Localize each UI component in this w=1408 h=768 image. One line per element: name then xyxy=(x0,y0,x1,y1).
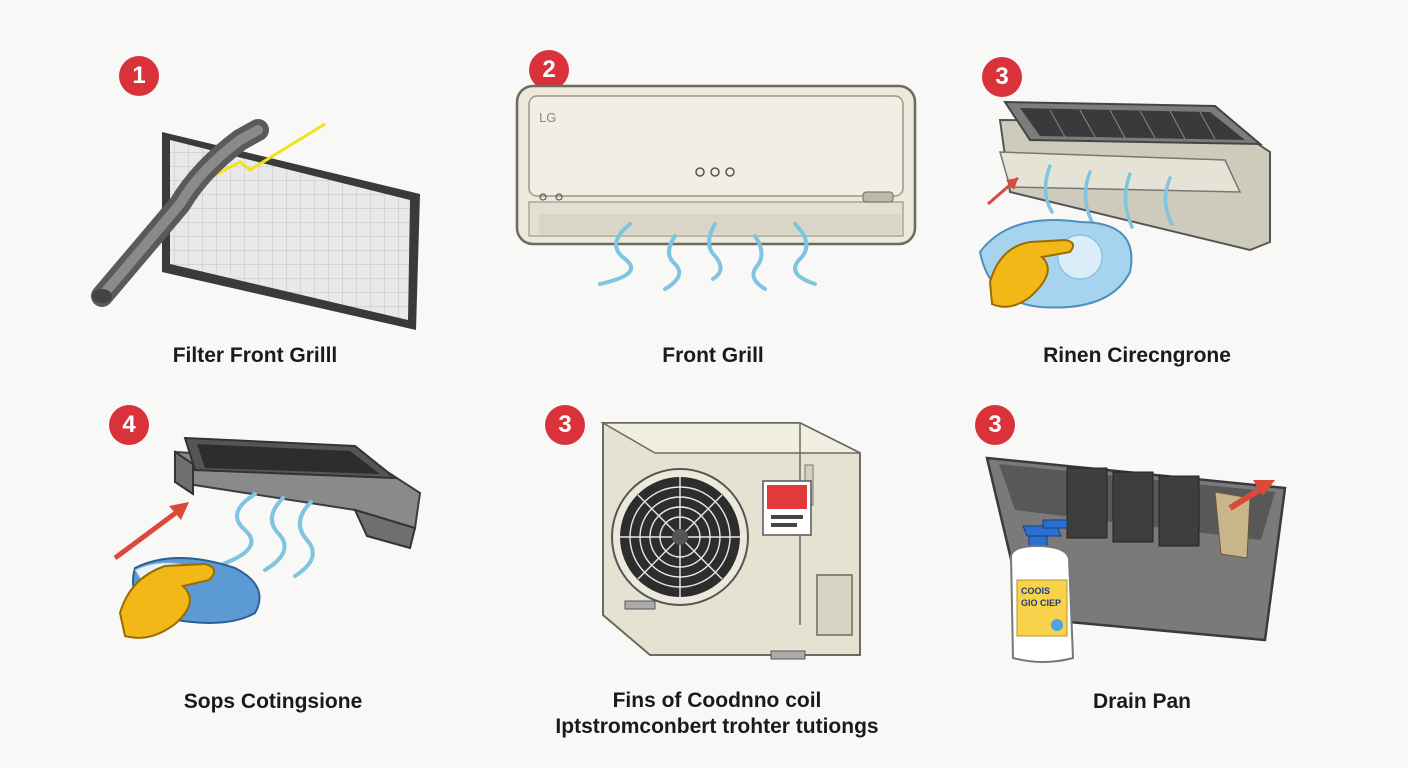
direction-arrow xyxy=(113,503,187,561)
step-caption-6: Drain Pan xyxy=(1092,690,1192,713)
step-badge-4: 4 xyxy=(109,405,149,445)
vacuum-hose xyxy=(91,119,269,307)
step-caption-2: Front Grill xyxy=(662,344,764,367)
grille-wipe-illustration xyxy=(113,436,422,639)
yellow-glove xyxy=(118,562,216,639)
step-caption-3: Rinen Cirecngrone xyxy=(1043,344,1231,367)
brand-logo: LG xyxy=(539,110,556,125)
water-drips xyxy=(1043,164,1174,229)
filter-vacuum-illustration xyxy=(91,119,420,330)
step-badge-3b: 3 xyxy=(545,405,585,445)
step-badge-3a: 3 xyxy=(982,57,1022,97)
spray-bottle: COOIS GIO CIEP xyxy=(1009,519,1075,663)
indoor-unit-illustration: LG xyxy=(515,84,917,291)
water-swirls xyxy=(221,492,315,578)
svg-text:GIO CIEP: GIO CIEP xyxy=(1021,598,1061,608)
step-badge-2: 2 xyxy=(529,50,569,90)
air-filter xyxy=(162,132,420,330)
front-grille xyxy=(174,436,422,550)
condenser-fan xyxy=(611,468,749,606)
warning-label xyxy=(762,480,812,536)
yellow-glove xyxy=(988,238,1075,308)
indoor-unit-body xyxy=(515,84,917,246)
outdoor-unit-illustration xyxy=(600,422,861,660)
coil-wipe-illustration xyxy=(978,100,1271,309)
step-badge-1: 1 xyxy=(119,56,159,96)
step-caption-1: Filter Front Grilll xyxy=(172,344,338,367)
svg-text:COOIS: COOIS xyxy=(1021,586,1050,596)
step-caption-5: Fins of Coodnno coil Iptstromconbert tro… xyxy=(555,689,879,738)
drain-pan-illustration: COOIS GIO CIEP xyxy=(985,456,1287,663)
evaporator-coil xyxy=(998,100,1271,252)
step-caption-4: Sops Cotingsione xyxy=(183,690,363,713)
step-badge-3c: 3 xyxy=(975,405,1015,445)
airflow-lines xyxy=(598,222,817,291)
